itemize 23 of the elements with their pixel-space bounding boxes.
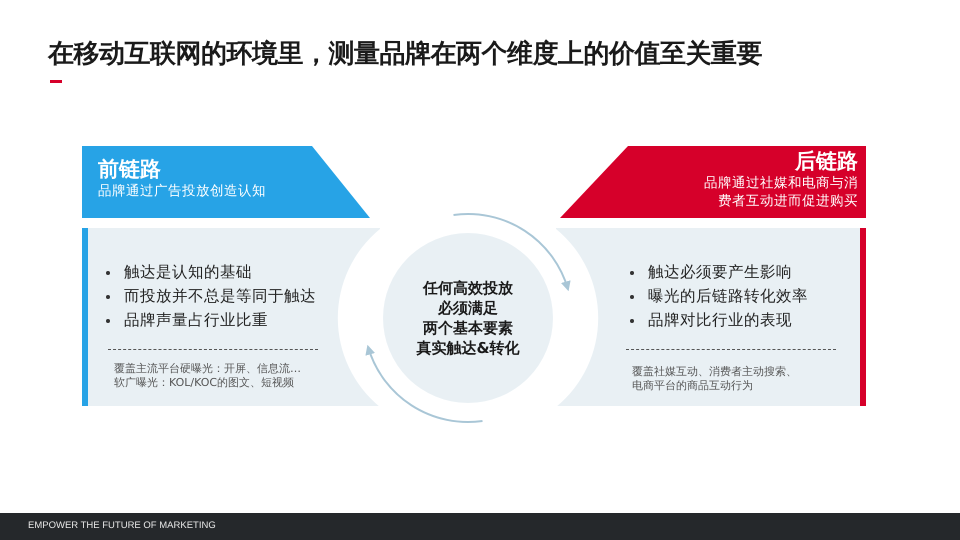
bullet-item: 品牌对比行业的表现 xyxy=(626,308,808,332)
header-subtitle: 品牌通过社媒和电商与消费者互动进而促进购买 xyxy=(703,174,858,211)
header-banner xyxy=(560,146,866,218)
circle-text: 任何高效投放 xyxy=(423,278,513,298)
header-title: 后链路 xyxy=(795,148,858,174)
bullet-item: 触达必须要产生影响 xyxy=(626,260,808,284)
note-text: 覆盖主流平台硬曝光：开屏、信息流… xyxy=(114,362,301,376)
note-text: 软广曝光：KOL/KOC的图文、短视频 xyxy=(114,376,294,390)
bullet-item: 曝光的后链路转化效率 xyxy=(626,284,808,308)
bullet-item: 而投放并不总是等同于触达 xyxy=(102,284,316,308)
footer-slogan: EMPOWER THE FUTURE OF MARKETING xyxy=(28,520,216,531)
bullet-item: 品牌声量占行业比重 xyxy=(102,308,316,332)
bullet-item: 触达是认知的基础 xyxy=(102,260,316,284)
content-panel xyxy=(556,228,866,406)
header-subtitle: 品牌通过广告投放创造认知 xyxy=(98,182,267,200)
header-title: 前链路 xyxy=(98,156,161,182)
header-banner xyxy=(82,146,370,218)
circle-text: 真实触达&转化 xyxy=(416,338,520,358)
circle-text: 两个基本要素 xyxy=(423,318,513,338)
content-panel xyxy=(82,228,380,406)
note-text: 覆盖社媒互动、消费者主动搜索、电商平台的商品互动行为 xyxy=(632,365,798,393)
page-title: 在移动互联网的环境里，测量品牌在两个维度上的价值至关重要 xyxy=(48,38,762,71)
circle-text: 必须满足 xyxy=(438,298,498,318)
